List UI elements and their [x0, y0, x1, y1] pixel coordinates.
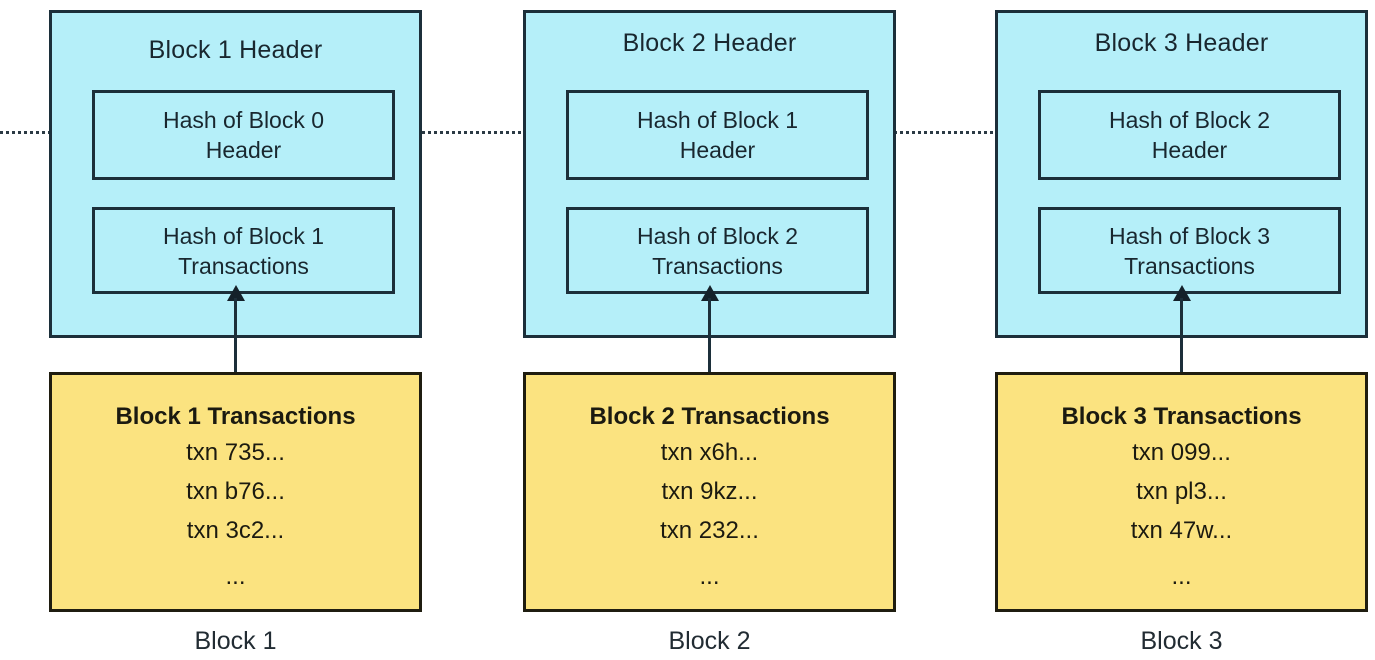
transaction-item: txn x6h... — [660, 439, 759, 466]
transactions-hash-line-2: Transactions — [178, 252, 309, 279]
block-header-box-3: Block 3 Header Hash of Block 2 Header Ha… — [995, 10, 1368, 338]
transactions-box-title-1: Block 1 Transactions — [115, 403, 356, 430]
transaction-item: txn 735... — [186, 439, 285, 466]
transaction-item: txn 099... — [1132, 439, 1231, 466]
transactions-to-header-arrow-1 — [223, 285, 249, 375]
transactions-arrow-stem — [708, 298, 711, 375]
block-header-title-3: Block 3 Header — [1094, 29, 1269, 57]
transactions-box-title-3: Block 3 Transactions — [1061, 403, 1302, 430]
prev-block-hash-box-3: Hash of Block 2 Header — [1038, 90, 1341, 180]
transaction-item: txn 3c2... — [186, 517, 285, 544]
transaction-item: txn 47w... — [1130, 517, 1233, 544]
prev-block-hash-line-2: Header — [679, 137, 756, 163]
block-column-2: Block 2 Header Hash of Block 1 Header Ha… — [523, 0, 896, 660]
transaction-item: txn pl3... — [1136, 478, 1227, 505]
transactions-more-ellipsis: ... — [699, 563, 720, 590]
prev-block-hash-line-1: Hash of Block 1 — [636, 107, 799, 133]
block-caption-2: Block 2 — [668, 627, 751, 655]
prev-block-hash-box-2: Hash of Block 1 Header — [566, 90, 869, 180]
prev-block-hash-line-2: Header — [205, 137, 282, 163]
transactions-hash-box-2: Hash of Block 2 Transactions — [566, 207, 869, 294]
transactions-hash-line-2: Transactions — [1124, 252, 1255, 279]
transactions-more-ellipsis: ... — [225, 563, 246, 590]
transactions-arrow-stem — [1180, 298, 1183, 375]
block-header-box-1: Block 1 Header Hash of Block 0 Header Ha… — [49, 10, 422, 338]
transaction-item: txn 9kz... — [661, 478, 758, 505]
transactions-hash-line-1: Hash of Block 3 — [1108, 222, 1271, 249]
block-caption-3: Block 3 — [1140, 627, 1223, 655]
prev-block-hash-line-2: Header — [1151, 137, 1228, 163]
chain-arrow-line — [422, 131, 548, 134]
prev-block-hash-box-1: Hash of Block 0 Header — [92, 90, 395, 180]
block-header-box-2: Block 2 Header Hash of Block 1 Header Ha… — [523, 10, 896, 338]
transactions-to-header-arrow-3 — [1169, 285, 1195, 375]
transactions-to-header-arrow-2 — [697, 285, 723, 375]
block-column-3: Block 3 Header Hash of Block 2 Header Ha… — [995, 0, 1368, 660]
chain-arrow-line — [894, 131, 1020, 134]
transactions-hash-box-1: Hash of Block 1 Transactions — [92, 207, 395, 294]
transactions-arrow-head-icon — [227, 285, 245, 301]
block-header-title-2: Block 2 Header — [622, 29, 797, 57]
transactions-box-2: Block 2 Transactions txn x6h... txn 9kz.… — [523, 372, 896, 612]
transaction-item: txn 232... — [660, 517, 759, 544]
transactions-arrow-stem — [234, 298, 237, 375]
transactions-hash-box-3: Hash of Block 3 Transactions — [1038, 207, 1341, 294]
transactions-more-ellipsis: ... — [1171, 563, 1192, 590]
prev-block-hash-line-1: Hash of Block 2 — [1108, 107, 1271, 133]
block-column-1: Block 1 Header Hash of Block 0 Header Ha… — [49, 0, 422, 660]
prev-block-hash-line-1: Hash of Block 0 — [162, 107, 325, 133]
transactions-box-1: Block 1 Transactions txn 735... txn b76.… — [49, 372, 422, 612]
transactions-box-title-2: Block 2 Transactions — [589, 403, 830, 430]
transactions-box-3: Block 3 Transactions txn 099... txn pl3.… — [995, 372, 1368, 612]
transactions-hash-line-2: Transactions — [652, 252, 783, 279]
block-caption-1: Block 1 — [194, 627, 277, 655]
transactions-arrow-head-icon — [701, 285, 719, 301]
block-header-title-1: Block 1 Header — [148, 36, 323, 64]
transaction-item: txn b76... — [186, 478, 285, 505]
transactions-arrow-head-icon — [1173, 285, 1191, 301]
chain-arrow-line — [0, 131, 74, 134]
transactions-hash-line-1: Hash of Block 2 — [636, 222, 799, 249]
transactions-hash-line-1: Hash of Block 1 — [162, 222, 325, 249]
